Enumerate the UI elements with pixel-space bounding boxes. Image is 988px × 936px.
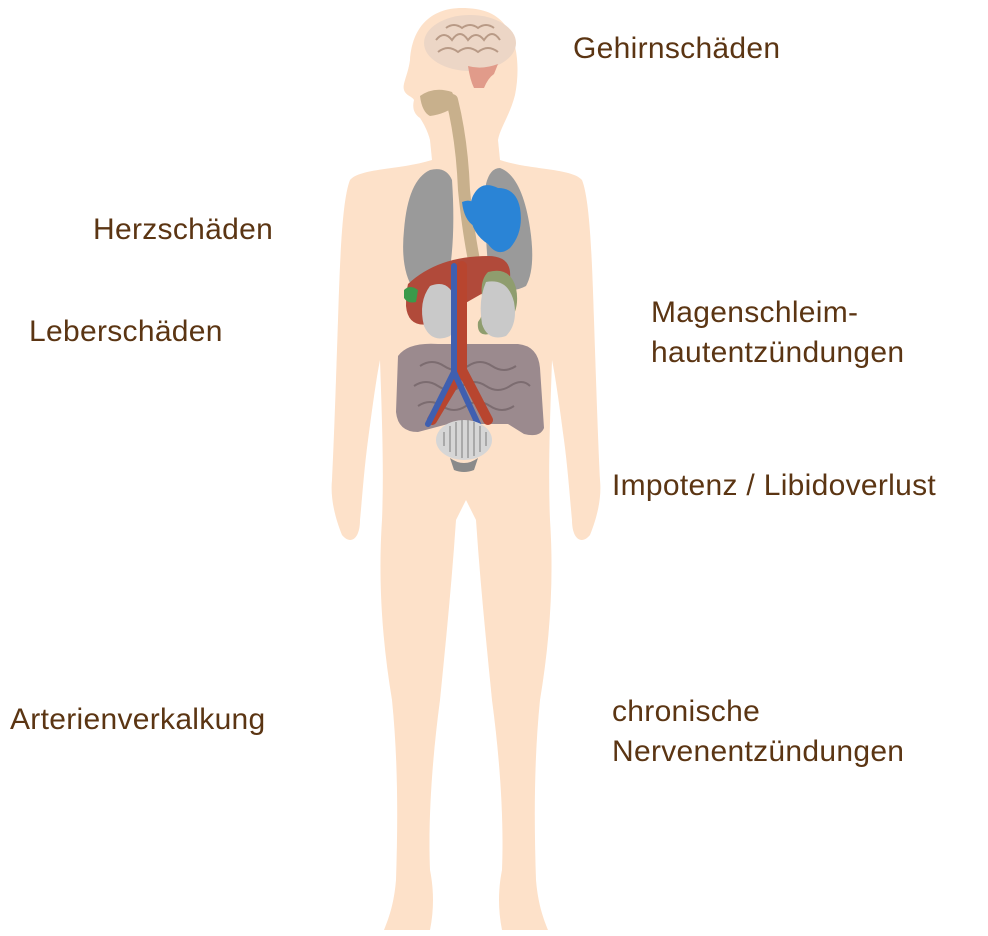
label-neuritis: chronische Nervenentzündungen <box>612 692 904 772</box>
label-heart-damage: Herzschäden <box>93 210 273 250</box>
label-impotence: Impotenz / Libidoverlust <box>612 466 936 506</box>
label-brain-damage: Gehirnschäden <box>573 29 780 69</box>
label-arteriosclerosis: Arterienverkalkung <box>10 700 266 740</box>
label-gastritis: Magenschleim- hautentzündungen <box>651 293 904 373</box>
label-neuritis-line1: chronische <box>612 692 904 732</box>
label-liver-damage: Leberschäden <box>29 312 223 352</box>
brain-shape <box>424 15 516 71</box>
label-gastritis-line1: Magenschleim- <box>651 293 904 333</box>
gallbladder <box>404 287 418 303</box>
label-neuritis-line2: Nervenentzündungen <box>612 732 904 772</box>
label-gastritis-line2: hautentzündungen <box>651 333 904 373</box>
